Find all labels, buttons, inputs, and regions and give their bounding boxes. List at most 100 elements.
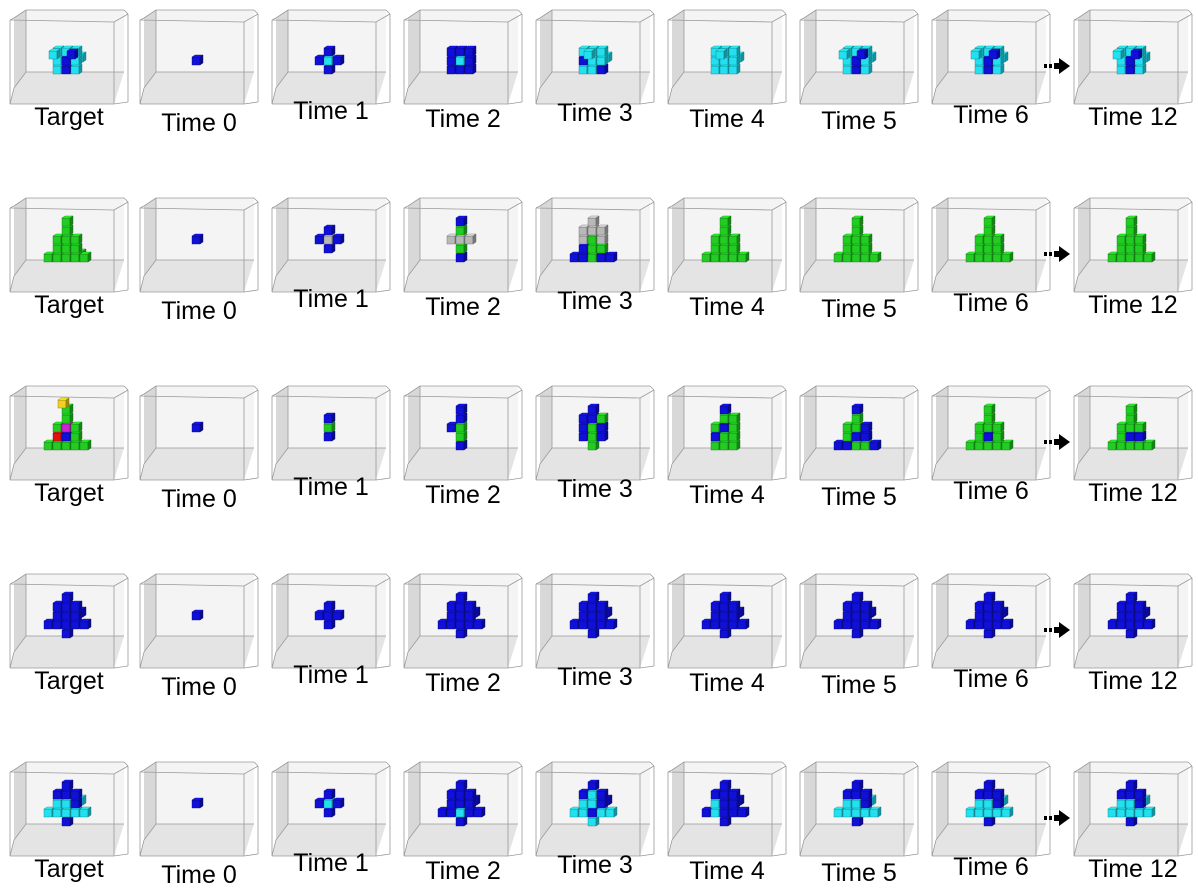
voxel-cube	[860, 233, 873, 245]
voxel-render	[1073, 197, 1193, 293]
voxel-cube	[66, 48, 79, 60]
voxel-cube	[587, 627, 600, 639]
voxel-cube	[869, 439, 882, 451]
voxel-cube	[70, 63, 83, 75]
voxel-cube	[728, 421, 741, 433]
voxel-render	[931, 9, 1051, 105]
frame-label: Time 5	[821, 483, 897, 511]
voxel-cube	[992, 600, 1005, 612]
frame-label: Time 4	[689, 293, 765, 321]
voxel-cube	[323, 242, 336, 254]
frame-label: Target	[34, 479, 104, 507]
voxel-cube	[1143, 806, 1156, 818]
voxel-cube	[728, 430, 741, 442]
voxel-cube	[1143, 251, 1156, 263]
voxel-cube	[605, 806, 618, 818]
voxel-cube	[596, 788, 609, 800]
time-step-panel	[796, 570, 922, 675]
voxel-cube	[587, 815, 600, 827]
voxel-cube	[473, 806, 486, 818]
voxel-cube	[455, 242, 468, 254]
voxel-cube	[323, 618, 336, 630]
frame-label: Time 12	[1088, 479, 1178, 507]
time-step-panel	[532, 194, 658, 299]
time-step-panel	[136, 758, 262, 863]
voxel-render	[667, 761, 787, 857]
voxel-cube	[70, 609, 83, 621]
voxel-render	[1073, 9, 1193, 105]
frame-label: Time 3	[557, 475, 633, 503]
voxel-cube	[61, 412, 74, 424]
bounding-box	[799, 197, 919, 293]
voxel-cube	[715, 48, 728, 60]
frame-label: Time 12	[1088, 103, 1178, 131]
voxel-cube	[860, 788, 873, 800]
bounding-box	[9, 385, 129, 481]
voxel-cube	[992, 63, 1005, 75]
frame-label: Time 0	[161, 109, 237, 137]
voxel-cube	[587, 439, 600, 451]
voxel-cube	[464, 788, 477, 800]
voxel-cube	[992, 797, 1005, 809]
time-step-panel	[268, 382, 394, 487]
voxel-cube	[860, 421, 873, 433]
voxel-cube	[728, 242, 741, 254]
target-panel	[6, 758, 132, 863]
voxel-cube	[1112, 48, 1125, 60]
voxel-render	[799, 761, 919, 857]
voxel-cube	[464, 233, 477, 245]
voxel-cube	[1001, 439, 1014, 451]
voxel-cube	[61, 591, 74, 603]
voxel-render	[535, 9, 655, 105]
voxel-cube	[61, 215, 74, 227]
voxel-render	[799, 9, 919, 105]
frame-label: Time 6	[953, 853, 1029, 881]
voxel-cube	[70, 600, 83, 612]
voxel-cube	[860, 797, 873, 809]
voxel-cube	[860, 63, 873, 75]
bounding-box	[931, 385, 1051, 481]
voxel-cube	[455, 215, 468, 227]
time-step-panel	[136, 6, 262, 111]
voxel-cube	[587, 215, 600, 227]
voxel-cube	[596, 54, 609, 66]
frame-label: Time 4	[689, 669, 765, 697]
voxel-render	[799, 573, 919, 669]
voxel-cube	[455, 430, 468, 442]
bounding-box	[403, 761, 523, 857]
voxel-cube	[332, 609, 345, 621]
voxel-cube	[191, 54, 204, 66]
right-arrow-icon	[1044, 246, 1070, 262]
voxel-cube	[61, 779, 74, 791]
voxel-cube	[455, 815, 468, 827]
target-panel	[6, 194, 132, 299]
voxel-cube	[728, 788, 741, 800]
voxel-cube	[455, 439, 468, 451]
bounding-box	[271, 385, 391, 481]
voxel-cube	[323, 412, 336, 424]
voxel-render	[139, 9, 259, 105]
bounding-box	[139, 573, 259, 669]
final-time-step-panel	[1070, 382, 1196, 487]
time-step-panel	[136, 194, 262, 299]
voxel-cube	[323, 430, 336, 442]
voxel-cube	[605, 618, 618, 630]
bounding-box	[9, 197, 129, 293]
voxel-cube	[719, 224, 732, 236]
bounding-box	[1073, 197, 1193, 293]
frame-label: Time 6	[953, 101, 1029, 129]
voxel-cube	[970, 48, 983, 60]
voxel-cube	[57, 397, 70, 409]
frame-label: Time 0	[161, 673, 237, 701]
voxel-render	[931, 573, 1051, 669]
voxel-cube	[596, 45, 609, 57]
voxel-cube	[719, 627, 732, 639]
voxel-cube	[1125, 215, 1138, 227]
voxel-cube	[455, 251, 468, 263]
voxel-cube	[1134, 609, 1147, 621]
voxel-render	[271, 9, 391, 105]
time-step-panel	[928, 570, 1054, 675]
voxel-cube	[851, 627, 864, 639]
voxel-cube	[605, 251, 618, 263]
